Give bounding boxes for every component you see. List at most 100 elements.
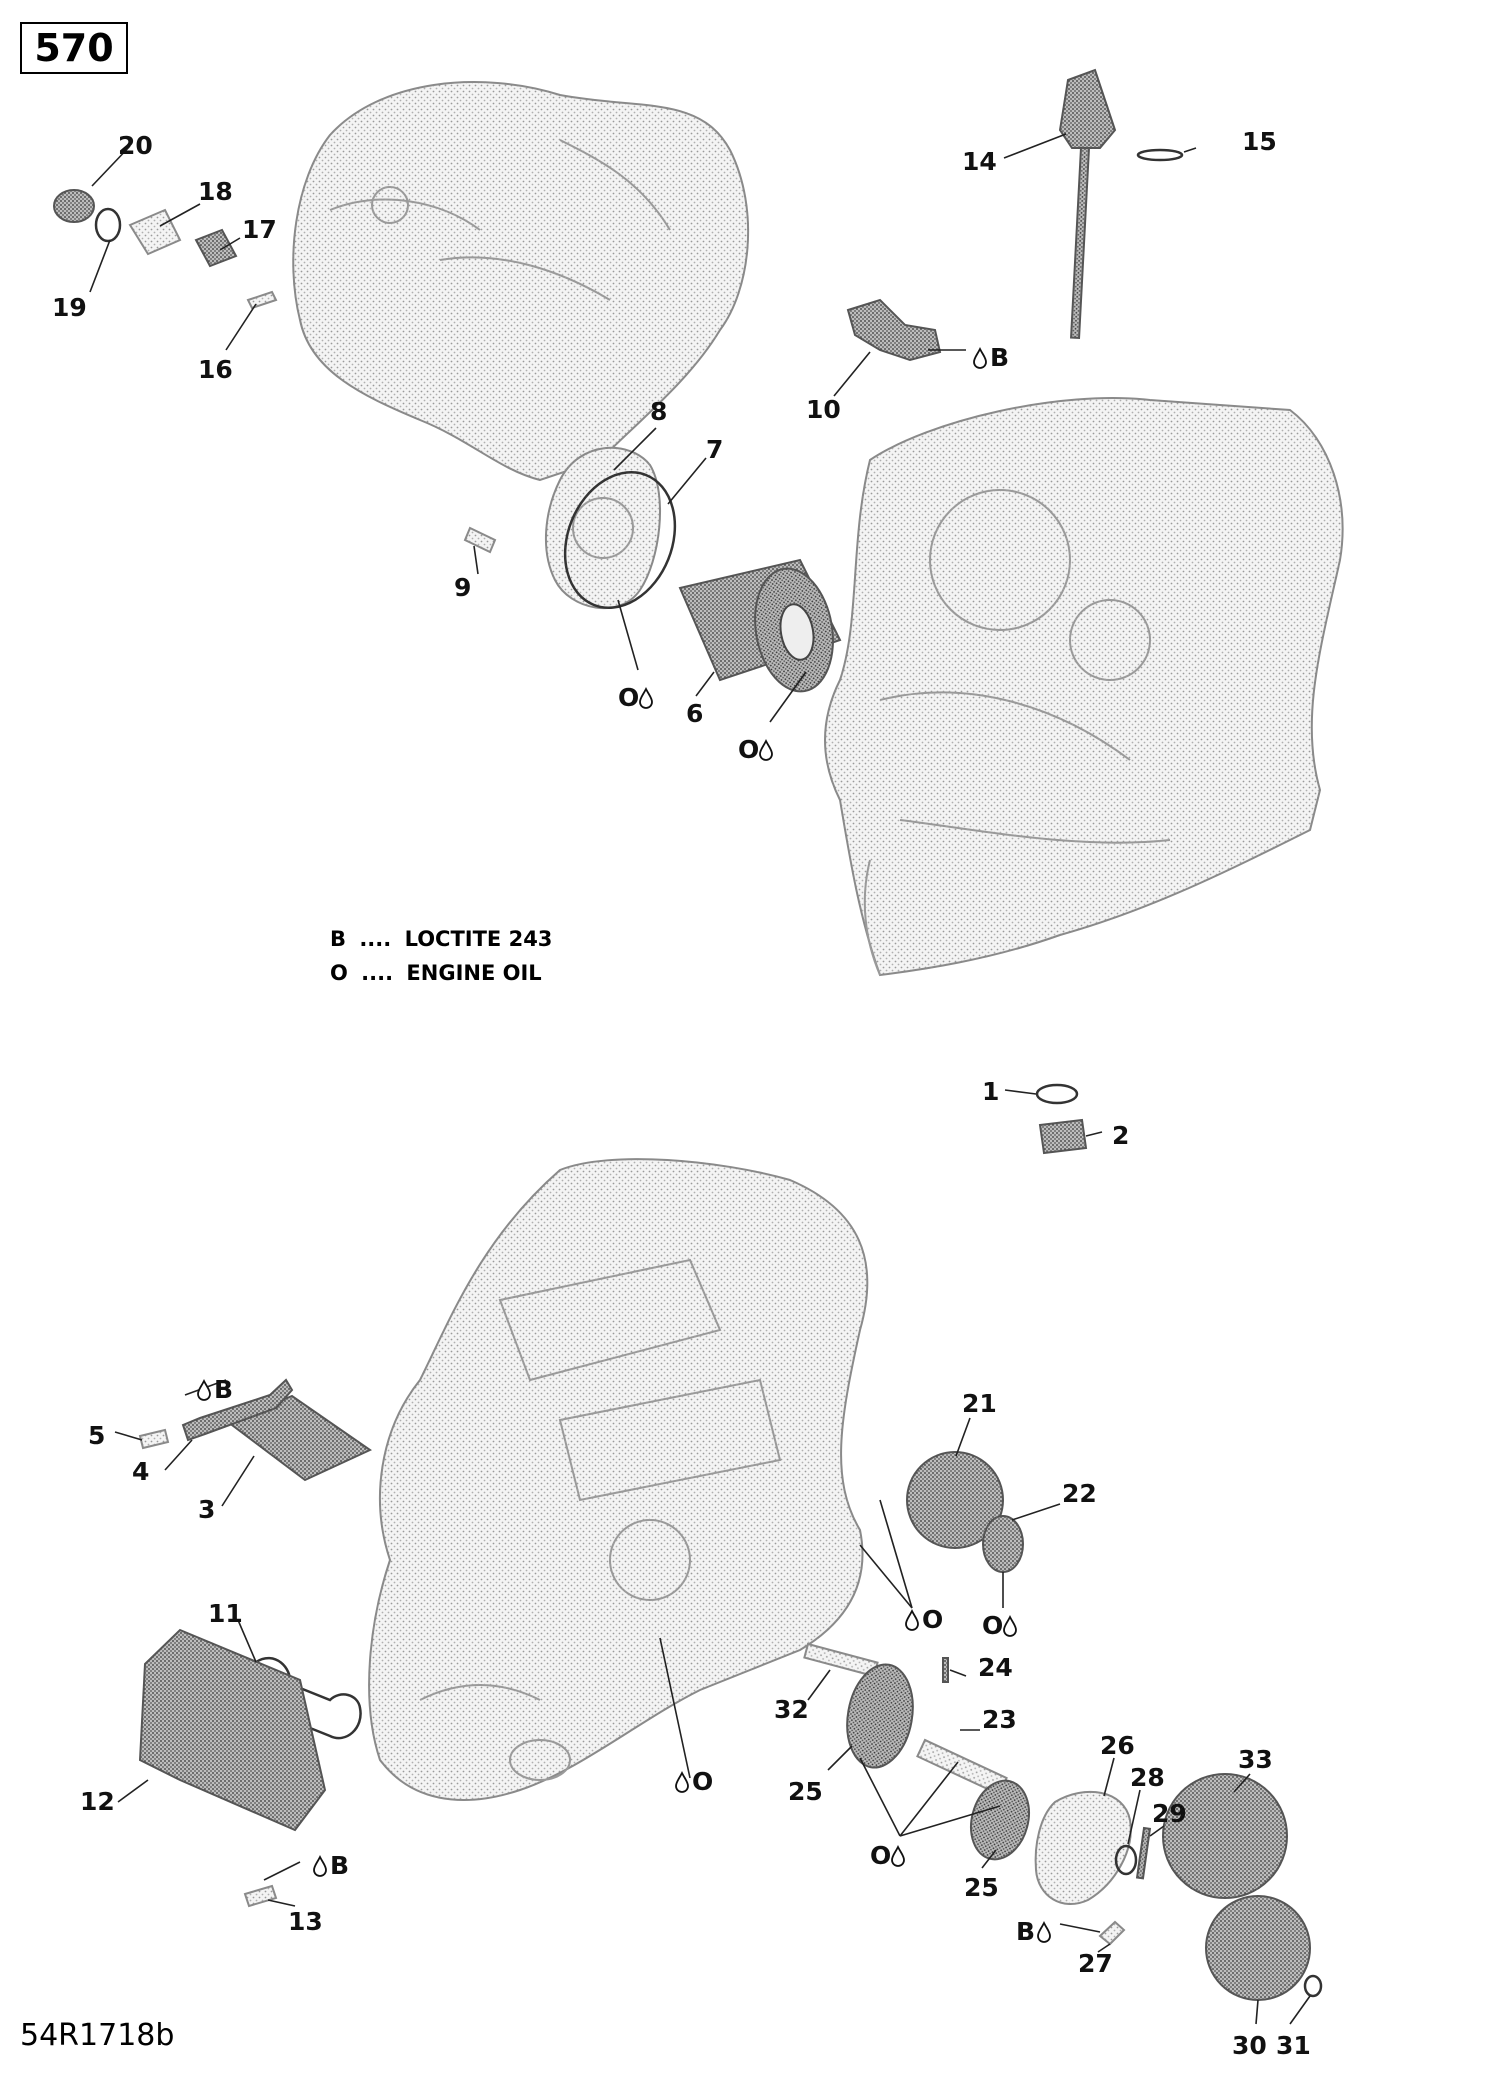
svg-text:O: O <box>692 1767 713 1796</box>
callout-9: 9 <box>454 573 471 602</box>
svg-text:O: O <box>618 683 639 712</box>
drop-icon <box>639 688 653 709</box>
svg-text:O: O <box>738 735 759 764</box>
callout-8: 8 <box>650 397 667 426</box>
page-number: 570 <box>34 26 114 70</box>
callout-6: 6 <box>686 699 703 728</box>
o-ring-7 <box>563 470 677 610</box>
legend-row-o: O .... ENGINE OIL <box>330 956 552 990</box>
callout-25-lower: 25 <box>964 1873 999 1902</box>
legend-meaning: ENGINE OIL <box>406 961 542 985</box>
valve-18 <box>128 208 182 256</box>
drop-icon <box>759 740 773 761</box>
o-ring-28 <box>1114 1844 1138 1876</box>
screw-5 <box>138 1428 170 1450</box>
sensor <box>846 298 942 362</box>
marker-o-21: O <box>905 1605 943 1634</box>
callout-14: 14 <box>962 147 997 176</box>
dipstick <box>1058 68 1117 339</box>
relief-valve-group <box>53 189 278 310</box>
seal-25-upper <box>846 1663 914 1769</box>
callout-20: 20 <box>118 131 153 160</box>
drop-icon <box>973 348 987 369</box>
drop-icon <box>675 1772 689 1793</box>
drop-icon <box>905 1610 919 1631</box>
strap-4 <box>181 1378 294 1442</box>
pin-29 <box>1135 1826 1152 1880</box>
callout-5: 5 <box>88 1421 105 1450</box>
marker-b-27: B <box>1016 1917 1051 1946</box>
plug-2 <box>1038 1118 1088 1155</box>
legend: B .... LOCTITE 243 O .... ENGINE OIL <box>330 922 552 990</box>
svg-text:B: B <box>330 1851 349 1880</box>
legend-code: O <box>330 961 348 985</box>
legend-separator: .... <box>359 927 392 951</box>
callout-2: 2 <box>1112 1121 1129 1150</box>
callout-31: 31 <box>1276 2031 1311 2060</box>
o-ring-15 <box>1136 148 1184 162</box>
o-ring-1 <box>1035 1083 1079 1105</box>
oil-filter <box>678 558 842 693</box>
drop-icon <box>313 1856 327 1877</box>
screw-13 <box>243 1884 278 1908</box>
crankcase-cover <box>292 81 750 482</box>
callout-29: 29 <box>1152 1799 1187 1828</box>
pin-24 <box>942 1657 949 1683</box>
callout-32: 32 <box>774 1695 809 1724</box>
callout-17: 17 <box>242 215 277 244</box>
callout-27: 27 <box>1078 1949 1113 1978</box>
leader-lines <box>89 133 1311 2025</box>
callout-22: 22 <box>1062 1479 1097 1508</box>
oil-filter-cover <box>545 446 661 609</box>
callout-10: 10 <box>806 395 841 424</box>
marker-b-10: B <box>973 343 1009 372</box>
callout-1: 1 <box>982 1077 999 1106</box>
callout-13: 13 <box>288 1907 323 1936</box>
svg-text:B: B <box>990 343 1009 372</box>
gear-21 <box>906 1451 1004 1549</box>
seal-25-lower <box>970 1779 1030 1861</box>
product-markers: B O O B O O O <box>197 343 1051 1946</box>
callout-28: 28 <box>1130 1763 1165 1792</box>
plug-20 <box>53 189 95 223</box>
lower-crankcase <box>368 1158 869 1801</box>
callout-26: 26 <box>1100 1731 1135 1760</box>
marker-b-5: B <box>197 1375 233 1404</box>
callout-33: 33 <box>1238 1745 1273 1774</box>
callout-30: 30 <box>1232 2031 1267 2060</box>
callout-25-upper: 25 <box>788 1777 823 1806</box>
drop-icon <box>891 1846 905 1867</box>
legend-separator: .... <box>361 961 394 985</box>
callout-15: 15 <box>1242 127 1277 156</box>
marker-b-13: B <box>313 1851 349 1880</box>
spring-17 <box>194 228 238 268</box>
oil-pump-cover <box>1034 1790 1132 1905</box>
callout-11: 11 <box>208 1599 243 1628</box>
screw-16 <box>246 290 278 310</box>
callout-7: 7 <box>706 435 723 464</box>
marker-o-7: O <box>618 683 653 712</box>
drop-icon <box>1037 1922 1051 1943</box>
gear-33 <box>1162 1773 1288 1899</box>
callout-16: 16 <box>198 355 233 384</box>
shaft-32 <box>803 1642 879 1678</box>
legend-row-b: B .... LOCTITE 243 <box>330 922 552 956</box>
oil-cooler <box>138 1628 327 1832</box>
callout-3: 3 <box>198 1495 215 1524</box>
callout-21: 21 <box>962 1389 997 1418</box>
drop-icon <box>1003 1616 1017 1637</box>
svg-text:O: O <box>870 1841 891 1870</box>
callout-18: 18 <box>198 177 233 206</box>
callout-23: 23 <box>982 1705 1017 1734</box>
bearing-22 <box>982 1515 1024 1573</box>
screw-9 <box>463 526 497 554</box>
svg-text:O: O <box>982 1611 1003 1640</box>
svg-text:O: O <box>922 1605 943 1634</box>
drop-icon <box>197 1380 211 1401</box>
callout-24: 24 <box>978 1653 1013 1682</box>
screw-27 <box>1098 1920 1126 1946</box>
marker-o-23: O <box>870 1841 905 1870</box>
gear-30 <box>1205 1895 1311 2001</box>
